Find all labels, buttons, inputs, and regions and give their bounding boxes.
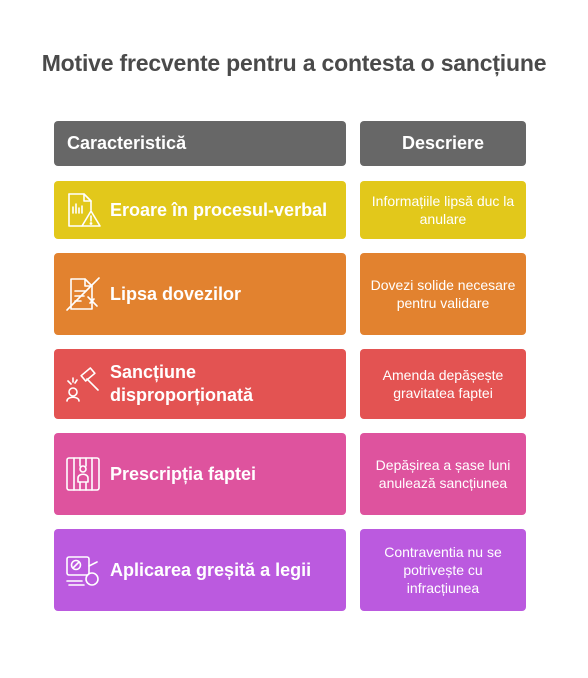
header-characteristic-label: Caracteristică (67, 133, 187, 153)
header-description-label: Descriere (401, 133, 485, 153)
page-title: Motive frecvente pentru a contesta o san… (41, 50, 547, 76)
row-3-description-text: Amenda depășește gravitatea faptei (382, 367, 504, 401)
row-2-label: Lipsa dovezilor (110, 283, 242, 304)
row-5-label: Aplicarea greșită a legii (110, 559, 312, 580)
header-characteristic: Caracteristică (54, 121, 346, 166)
law-mismatch-icon (64, 551, 102, 589)
row-1-description-text: Informațiile lipsă duc la anulare (371, 193, 515, 227)
row-2-description: Dovezi solide necesare pentru validare (360, 253, 526, 335)
row-5-description-text: Contraventia nu se potrivește cu infracț… (384, 544, 502, 596)
row-4-characteristic: Prescripția faptei (54, 433, 346, 515)
row-5-description: Contraventia nu se potrivește cu infracț… (360, 529, 526, 611)
row-4-label: Prescripția faptei (110, 463, 257, 484)
row-3-description: Amenda depășește gravitatea faptei (360, 349, 526, 419)
row-4-description-text: Depășirea a șase luni anulează sancțiune… (375, 457, 511, 491)
gavel-icon (64, 365, 102, 403)
row-2-description-text: Dovezi solide necesare pentru validare (370, 277, 516, 311)
row-5-characteristic: Aplicarea greșită a legii (54, 529, 346, 611)
row-1-characteristic: Eroare în procesul-verbal (54, 181, 346, 239)
row-1-label: Eroare în procesul-verbal (110, 199, 328, 220)
document-warning-icon (64, 191, 102, 229)
row-3-characteristic: Sancțiune disproporționată (54, 349, 346, 419)
header-description: Descriere (360, 121, 526, 166)
row-3-label: Sancțiune disproporționată (110, 362, 253, 405)
no-evidence-icon (64, 275, 102, 313)
row-4-description: Depășirea a șase luni anulează sancțiune… (360, 433, 526, 515)
row-2-characteristic: Lipsa dovezilor (54, 253, 346, 335)
row-1-description: Informațiile lipsă duc la anulare (360, 181, 526, 239)
prison-bars-icon (64, 455, 102, 493)
